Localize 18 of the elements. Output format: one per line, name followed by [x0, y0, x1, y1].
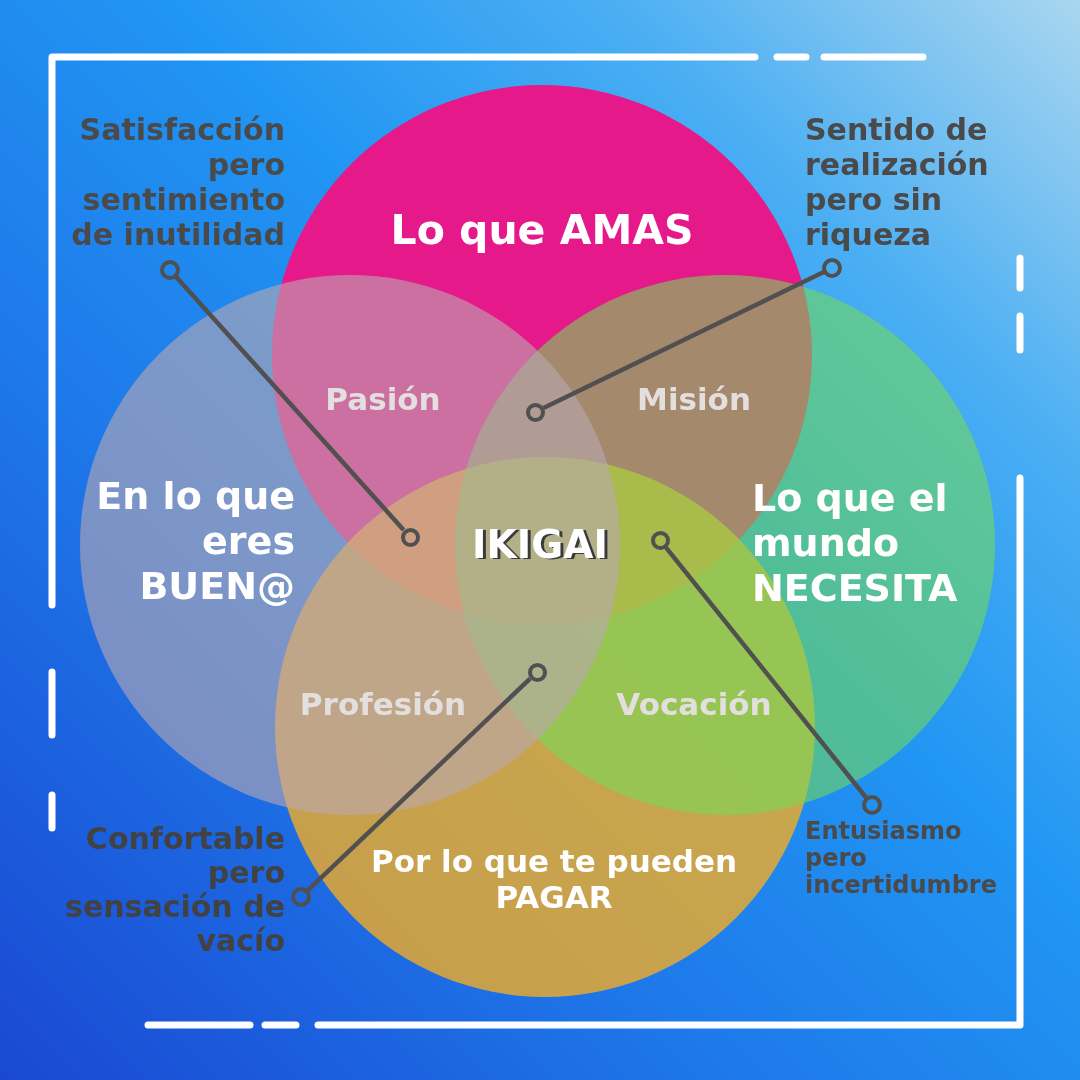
circle-title: Lo que el mundo NECESITA — [752, 476, 959, 611]
callout-text: Sentido de realización pero sin riqueza — [805, 112, 1005, 252]
circle-title: En lo que eres BUEN@ — [95, 474, 295, 609]
overlap-label: Vocación — [616, 687, 772, 723]
callout-text: Entusiasmo pero incertidumbre — [805, 818, 1007, 899]
ring-icon — [400, 527, 420, 547]
ring-icon — [527, 662, 547, 682]
callout-text: Confortable pero sensación de vacío — [54, 822, 285, 958]
overlap-label: Misión — [637, 382, 751, 418]
circle-title: Lo que AMAS — [390, 205, 694, 255]
overlap-label: Profesión — [299, 687, 467, 723]
circle-title: Por lo que te pueden PAGAR — [370, 843, 738, 915]
callout-text: Satisfacción pero sentimiento de inutilidad — [60, 112, 285, 252]
overlap-label: Pasión — [325, 382, 441, 418]
ring-icon — [650, 530, 670, 550]
ring-icon — [525, 402, 545, 422]
center-label: IKIGAI — [472, 522, 608, 568]
leader-line — [664, 546, 882, 818]
